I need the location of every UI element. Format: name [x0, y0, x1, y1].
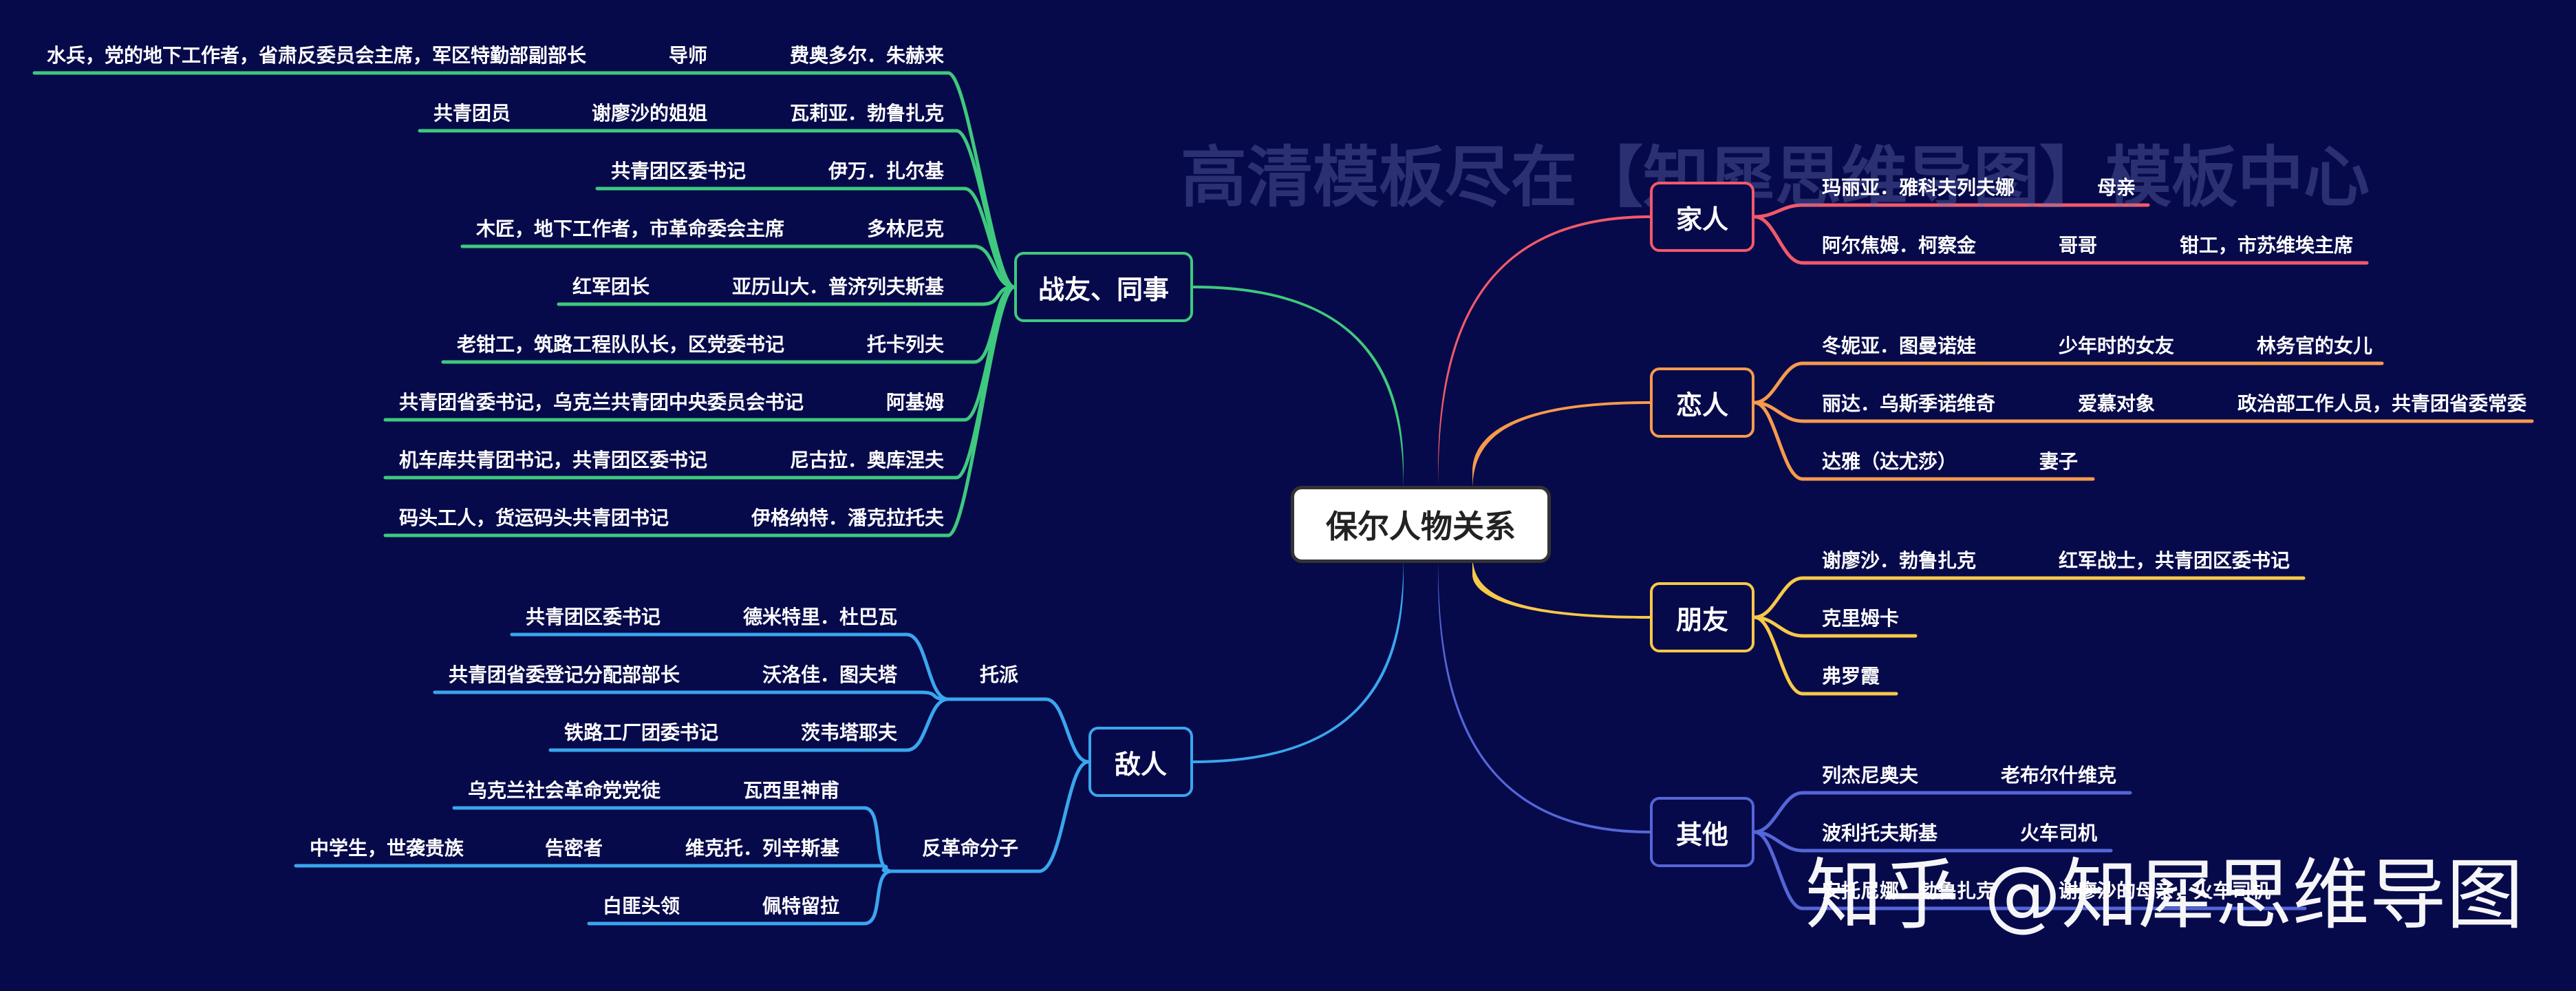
other-1-desc: 老布尔什维克 — [2001, 764, 2117, 787]
comrade-6-desc: 老钳工，筑路工程队队长，区党委书记 — [457, 333, 785, 356]
comrade-1-relation: 导师 — [669, 44, 708, 67]
watermark-text: 高清模板尽在【知犀思维导图】模板中心 — [1181, 139, 2370, 216]
other-1-name[interactable]: 列杰尼奥夫 — [1822, 764, 1919, 787]
counter-rev-1-name[interactable]: 瓦西里神甫 — [743, 779, 840, 802]
friend-1-desc: 红军战士，共青团区委书记 — [2059, 549, 2290, 572]
counter-rev-fan-1 — [862, 806, 894, 873]
lover-1-desc: 林务官的女儿 — [2257, 334, 2373, 357]
comrade-2-name[interactable]: 瓦莉亚．勃鲁扎克 — [790, 102, 945, 125]
lover-3-name[interactable]: 达雅（达尤莎） — [1822, 450, 1957, 473]
branch-others[interactable]: 其他 — [1650, 797, 1754, 867]
trotskyist-3-desc: 铁路工厂团委书记 — [564, 721, 719, 744]
counter-rev-1-desc: 乌克兰社会革命党党徒 — [468, 779, 661, 802]
trotskyist-3-name[interactable]: 茨韦塔耶夫 — [801, 721, 898, 744]
counter-rev-3-desc: 白匪头领 — [603, 895, 680, 917]
trotskyist-1-desc: 共青团区委书记 — [526, 606, 661, 628]
branch-curve-lovers — [1472, 401, 1650, 492]
friend-3-name[interactable]: 弗罗霞 — [1822, 665, 1880, 688]
subgroup-trotskyists[interactable]: 托派 — [980, 663, 1019, 686]
branch-curve-friends — [1472, 554, 1650, 619]
enemies-to-trotskyists — [946, 697, 1091, 764]
enemies-to-counter-rev — [890, 760, 1091, 873]
counter-rev-2-relation: 告密者 — [545, 837, 603, 860]
branch-curve-family — [1438, 215, 1650, 493]
root-node[interactable]: 保尔人物关系 — [1291, 486, 1551, 563]
counter-rev-fan-3 — [862, 869, 894, 926]
other-2-desc: 火车司机 — [2020, 822, 2098, 844]
comrade-7-desc: 共青团省委书记，乌克兰共青团中央委员会书记 — [399, 391, 804, 414]
comrades-fan-4 — [972, 244, 1016, 289]
friends-fan-1 — [1752, 576, 1805, 619]
zhihu-credit: 知乎 @知犀思维导图 — [1805, 851, 2524, 940]
family-1-relation: 母亲 — [2097, 176, 2136, 199]
trotskyist-1-name[interactable]: 德米特里．杜巴瓦 — [743, 606, 898, 628]
comrade-7-name[interactable]: 阿基姆 — [886, 391, 945, 414]
comrade-3-name[interactable]: 伊万．扎尔基 — [828, 160, 945, 182]
comrade-8-name[interactable]: 尼古拉．奥库涅夫 — [790, 449, 945, 471]
comrade-1-name[interactable]: 费奥多尔．朱赫来 — [790, 44, 945, 67]
comrade-5-desc: 红军团长 — [572, 275, 650, 298]
comrade-4-desc: 木匠，地下工作者，市革命委会主席 — [476, 217, 785, 240]
comrade-2-desc: 共青团员 — [433, 102, 511, 125]
other-3-name[interactable]: 安托尼娜．勃鲁扎克 — [1822, 880, 1996, 902]
lover-1-name[interactable]: 冬妮亚．图曼诺娃 — [1822, 334, 1977, 357]
others-fan-3 — [1752, 830, 1805, 910]
family-1-name[interactable]: 玛丽亚．雅科夫列夫娜 — [1822, 176, 2015, 199]
branch-lovers[interactable]: 恋人 — [1650, 367, 1754, 438]
branch-enemies[interactable]: 敌人 — [1088, 727, 1193, 797]
leaf-connectors — [32, 71, 2534, 926]
comrades-fan-9 — [946, 285, 1016, 537]
other-3-desc: 谢廖沙的母亲，火车司机 — [2059, 880, 2271, 902]
trotskyist-2-name[interactable]: 沃洛佳．图夫塔 — [762, 663, 898, 686]
comrade-4-name[interactable]: 多林尼克 — [867, 217, 945, 240]
family-2-name[interactable]: 阿尔焦姆．柯察金 — [1822, 234, 1977, 257]
branch-curve-enemies — [1193, 553, 1404, 763]
counter-rev-2-desc: 中学生，世袭贵族 — [310, 837, 464, 860]
family-2-relation: 哥哥 — [2059, 234, 2098, 257]
other-2-name[interactable]: 波利托夫斯基 — [1822, 822, 1938, 844]
lover-2-relation: 爱慕对象 — [2078, 392, 2156, 415]
lover-2-desc: 政治部工作人员，共青团省委常委 — [2237, 392, 2527, 415]
counter-rev-3-name[interactable]: 佩特留拉 — [762, 895, 840, 917]
comrade-8-desc: 机车库共青团书记，共青团区委书记 — [399, 449, 708, 471]
lover-3-relation: 妻子 — [2039, 450, 2079, 473]
friends-fan-3 — [1752, 615, 1805, 696]
branch-friends[interactable]: 朋友 — [1650, 582, 1754, 652]
comrade-1-desc: 水兵，党的地下工作者，省肃反委员会主席，军区特勤部副部长 — [47, 44, 587, 67]
lovers-fan-1 — [1752, 361, 1805, 405]
trotskyists-fan-3 — [905, 697, 950, 752]
lover-1-relation: 少年时的女友 — [2059, 334, 2175, 357]
friend-2-name[interactable]: 克里姆卡 — [1822, 607, 1900, 630]
family-2-desc: 钳工，市苏维埃主席 — [2180, 234, 2354, 257]
comrade-9-name[interactable]: 伊格纳特．潘克拉托夫 — [751, 507, 945, 529]
branch-comrades[interactable]: 战友、同事 — [1014, 252, 1193, 322]
branch-curve-comrades — [1193, 286, 1404, 493]
comrade-9-desc: 码头工人，货运码头共青团书记 — [399, 507, 669, 529]
comrade-3-desc: 共青团区委书记 — [611, 160, 747, 182]
friend-1-name[interactable]: 谢廖沙．勃鲁扎克 — [1822, 549, 1977, 572]
comrades-fan-3 — [963, 187, 1016, 289]
comrade-5-name[interactable]: 亚历山大．普济列夫斯基 — [732, 275, 945, 298]
others-fan-1 — [1752, 791, 1805, 834]
lovers-fan-3 — [1752, 401, 1805, 481]
comrade-2-relation: 谢廖沙的姐姐 — [592, 102, 708, 125]
branch-family[interactable]: 家人 — [1650, 182, 1754, 252]
counter-rev-2-name[interactable]: 维克托．列辛斯基 — [685, 837, 840, 860]
lover-2-name[interactable]: 丽达．乌斯季诺维奇 — [1822, 392, 1996, 415]
trotskyists-fan-1 — [905, 632, 950, 701]
comrade-6-name[interactable]: 托卡列夫 — [867, 333, 945, 356]
trotskyist-2-desc: 共青团省委登记分配部部长 — [449, 663, 680, 686]
branch-curve-others — [1438, 553, 1650, 833]
family-fan-2 — [1752, 215, 1805, 265]
subgroup-counter-revolutionaries[interactable]: 反革命分子 — [922, 837, 1019, 860]
comrades-fan-2 — [954, 129, 1016, 289]
comrades-fan-1 — [946, 71, 1016, 289]
